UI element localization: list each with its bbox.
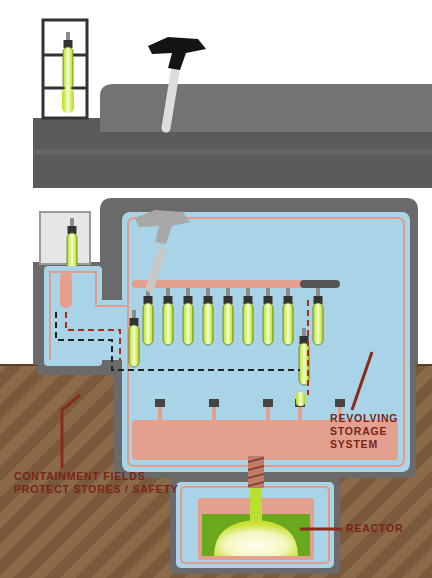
containment-field (181, 487, 329, 563)
leader-line (300, 528, 342, 531)
storage-peg (209, 399, 219, 420)
tower-frame (40, 212, 90, 264)
reactor-core (214, 520, 298, 556)
callout-label: CONTAINMENT FIELDS PROTECT STORES / SAFE… (14, 470, 200, 496)
storage-peg (263, 399, 273, 420)
canister (263, 288, 273, 345)
storage-rail (300, 280, 340, 288)
crane-arm (135, 210, 190, 244)
crane-arm (148, 37, 206, 70)
canister (63, 32, 73, 89)
canister (129, 310, 139, 367)
canister (283, 288, 293, 345)
reactor-chamber (202, 514, 310, 556)
tower-frame (43, 20, 87, 118)
canister (62, 88, 74, 113)
shaft-thread (248, 458, 264, 486)
transfer-route (56, 312, 300, 370)
leader-line (62, 395, 80, 468)
containment-field (50, 272, 128, 360)
crane-tube (166, 66, 176, 128)
leader-line (352, 352, 372, 410)
elevator-route (307, 300, 309, 395)
callout-label: REACTOR (346, 522, 426, 535)
drive-shaft (248, 456, 264, 488)
reactor-feed (250, 488, 262, 524)
canister (243, 288, 253, 345)
canister (183, 288, 193, 345)
roof-slab (100, 84, 432, 132)
reactor-shell (170, 476, 340, 574)
wall-band (33, 150, 432, 154)
canister (143, 288, 153, 345)
canister (296, 392, 305, 406)
canister (203, 288, 213, 345)
crane-tube (150, 250, 162, 288)
building-wall (100, 132, 432, 188)
canister (313, 288, 323, 345)
canister (299, 328, 309, 385)
reactor-room (176, 482, 334, 568)
transfer-shaft (44, 266, 102, 366)
transfer-route (66, 312, 120, 360)
storage-peg (155, 399, 165, 420)
carrier (60, 272, 72, 308)
canister (163, 288, 173, 345)
callout-label: REVOLVING STORAGE SYSTEM (330, 412, 430, 451)
canister (223, 288, 233, 345)
